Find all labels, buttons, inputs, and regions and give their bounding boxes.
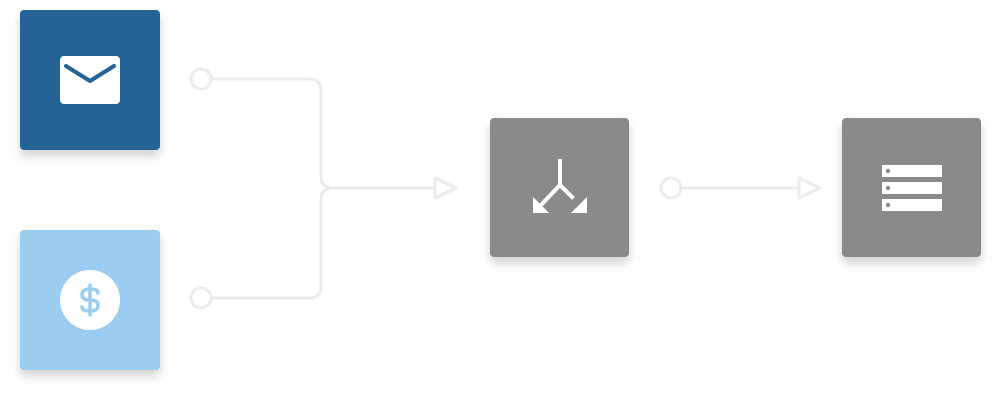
connector-port-email	[189, 67, 213, 91]
dollar-coin-icon	[60, 270, 120, 330]
email-node[interactable]	[20, 10, 160, 150]
merge-node[interactable]	[490, 118, 629, 257]
storage-node[interactable]	[842, 118, 981, 257]
arrowhead-storage	[797, 176, 822, 200]
connector-port-merge	[659, 176, 683, 200]
envelope-icon	[60, 56, 120, 104]
payment-node[interactable]	[20, 230, 160, 370]
connector-email-to-merge	[211, 77, 434, 190]
merge-arrows-icon	[532, 158, 587, 213]
server-stack-icon	[881, 164, 942, 211]
connector-port-payment	[189, 286, 213, 310]
connector-payment-to-merge	[211, 186, 334, 300]
arrowhead-merge	[433, 176, 458, 200]
